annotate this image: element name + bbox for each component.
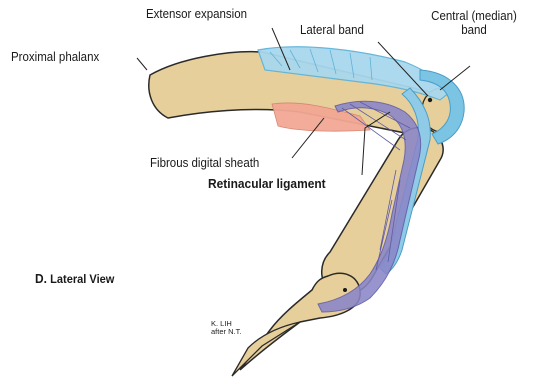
signature-line2: after N.T. (211, 328, 241, 336)
view-letter: D. (35, 271, 47, 286)
artist-signature: K. LIH after N.T. (211, 320, 241, 336)
label-lateral-band: Lateral band (300, 23, 364, 37)
dip-joint-dot (343, 288, 347, 292)
label-fibrous-digital-sheath: Fibrous digital sheath (150, 156, 259, 170)
label-retinacular-ligament: Retinacular ligament (208, 177, 326, 191)
label-central-band: Central (median) band (428, 9, 520, 37)
pip-joint-dot (428, 98, 432, 102)
view-name: Lateral View (50, 272, 114, 286)
leader-proximal-phalanx (137, 58, 147, 70)
label-central-band-line1: Central (median) (428, 9, 520, 23)
label-proximal-phalanx: Proximal phalanx (11, 50, 99, 64)
label-central-band-line2: band (428, 23, 520, 37)
view-caption: D. Lateral View (35, 272, 114, 286)
distal-phalanx-bone (240, 273, 360, 370)
label-extensor-expansion: Extensor expansion (146, 7, 247, 21)
